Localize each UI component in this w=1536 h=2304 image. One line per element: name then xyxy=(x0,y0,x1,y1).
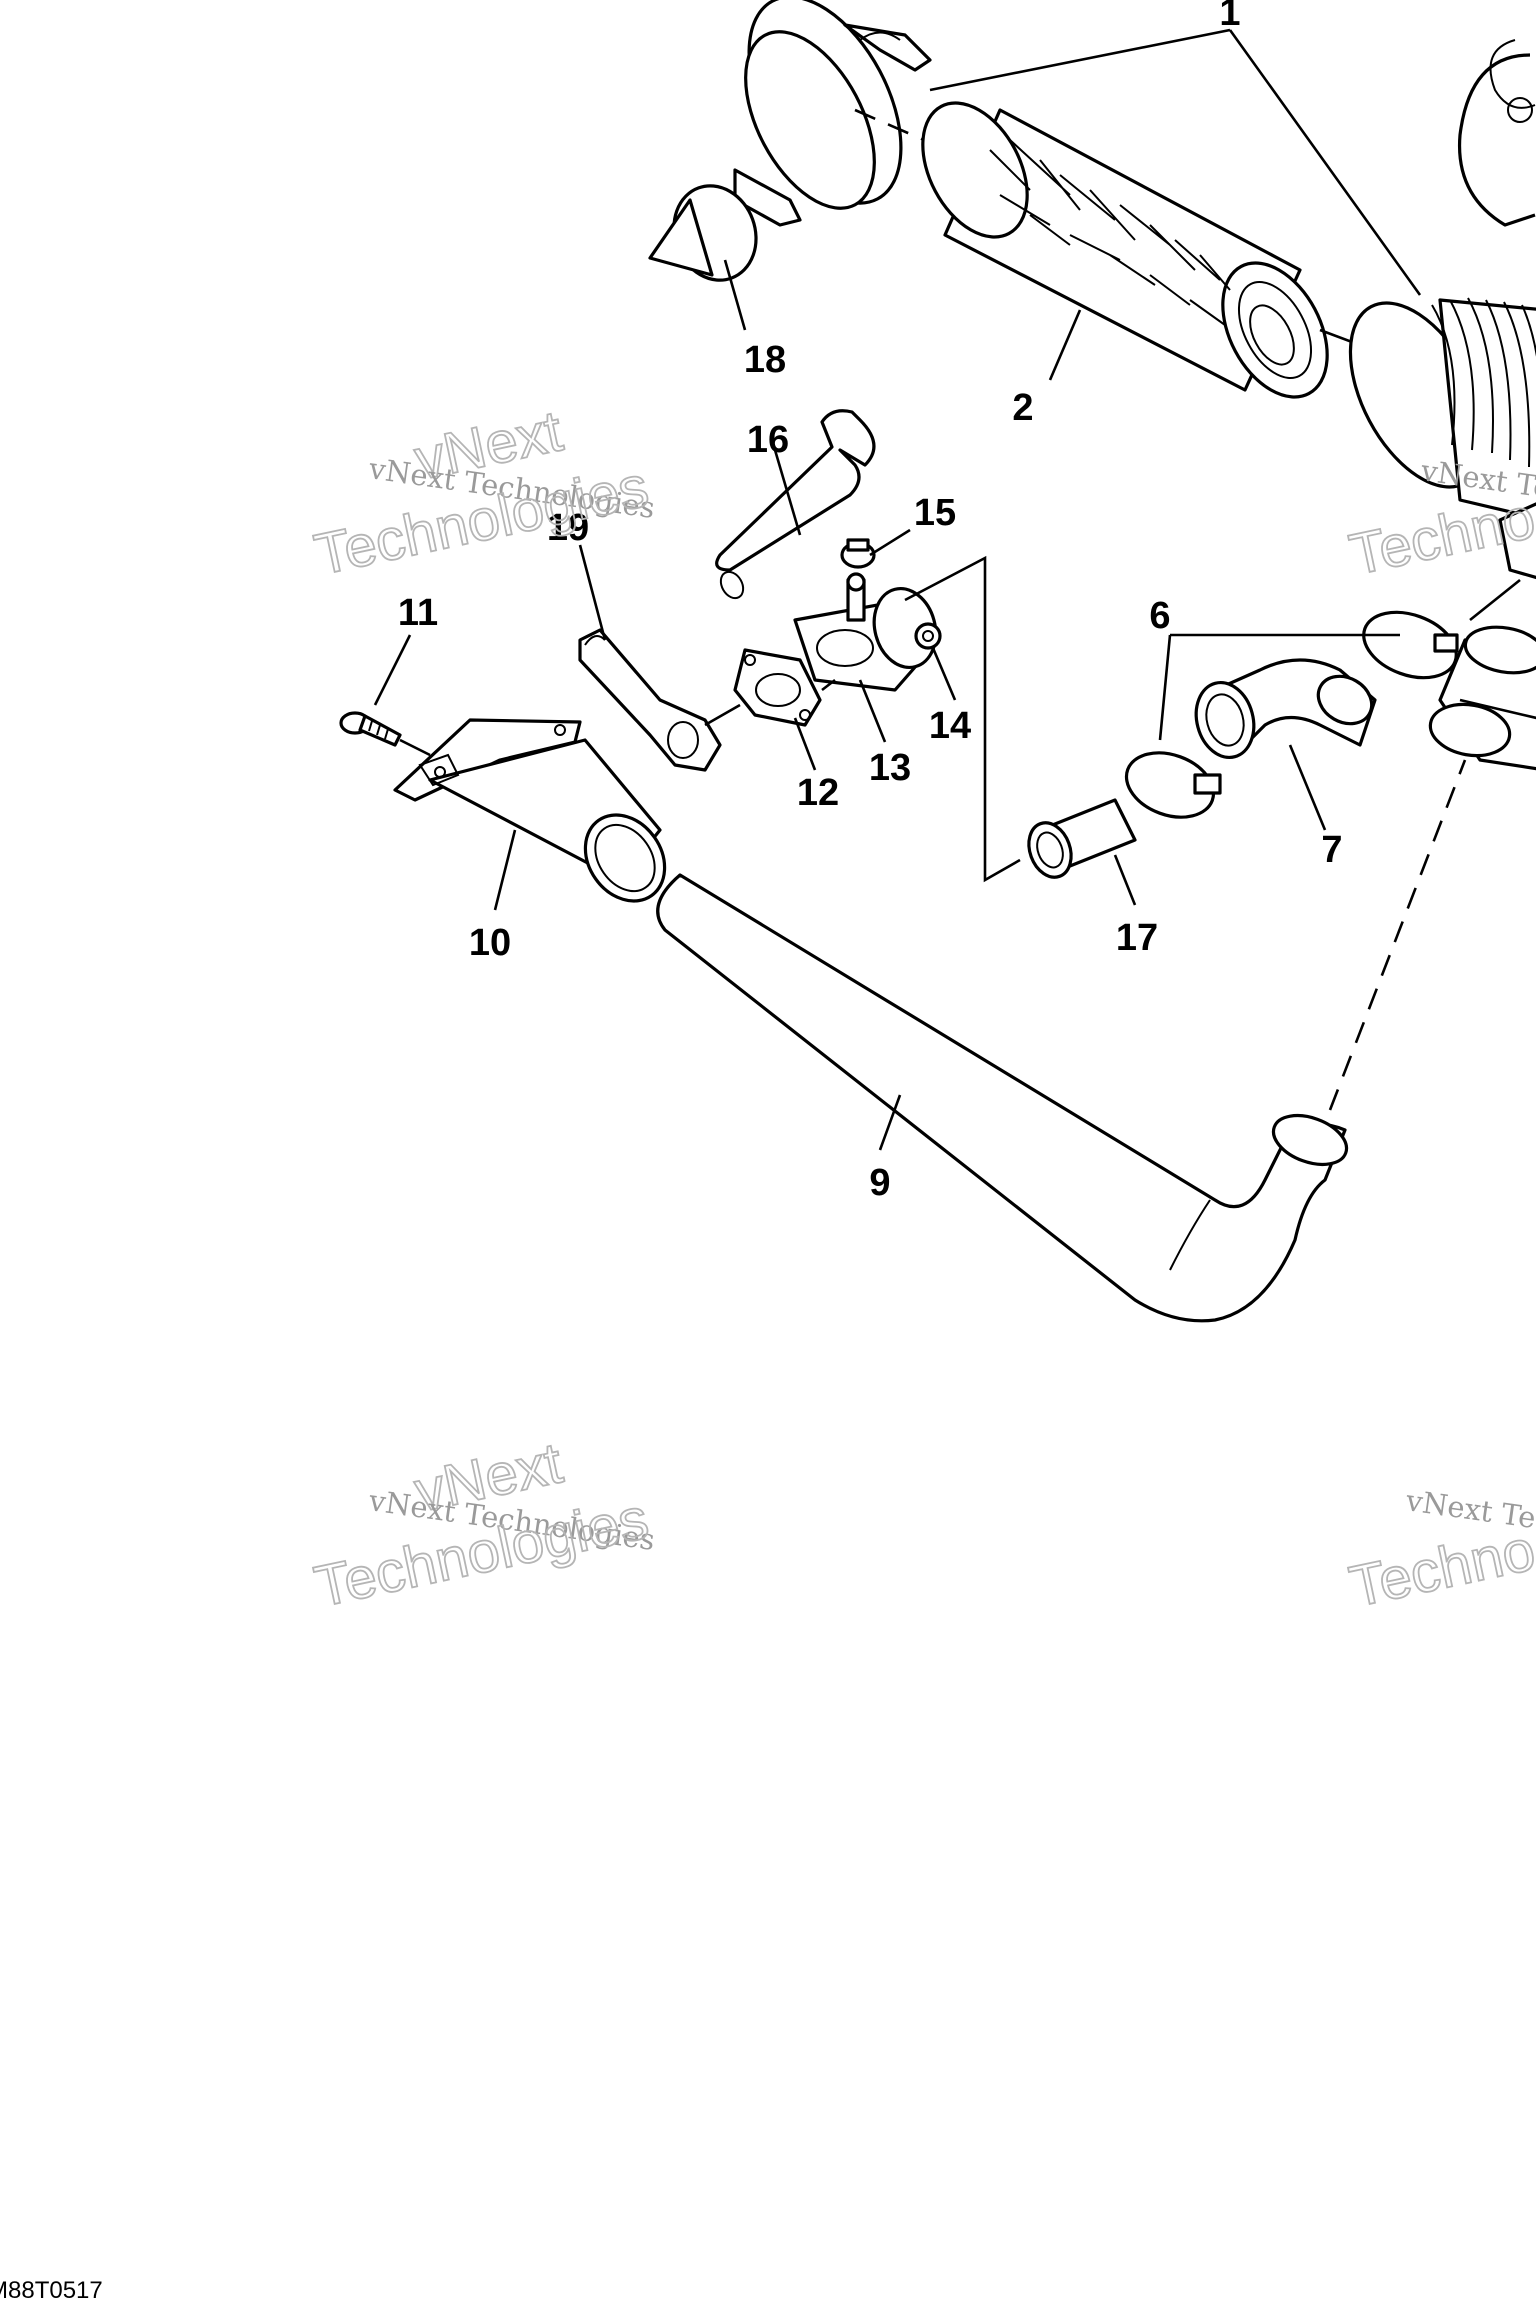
callout-1: 1 xyxy=(1219,0,1240,34)
small-hose-clamp xyxy=(840,538,876,569)
assembly-line-screw-adapter xyxy=(399,738,431,757)
leader-14 xyxy=(931,647,957,701)
filter-element xyxy=(921,101,1329,399)
leader-7 xyxy=(1288,744,1327,831)
intake-elbow xyxy=(1194,658,1377,760)
leader-group-13-17 xyxy=(904,555,1021,883)
air-cleaner-cap xyxy=(733,0,932,227)
leader-2 xyxy=(1048,309,1082,381)
callout-19: 19 xyxy=(547,507,589,549)
exhaust-adapter xyxy=(393,718,667,903)
leader-9 xyxy=(878,1094,902,1151)
leader-15 xyxy=(869,528,911,557)
leader-18 xyxy=(723,259,747,331)
leader-10 xyxy=(493,829,517,911)
hose-clamp-upper xyxy=(1362,610,1459,680)
intake-adapter xyxy=(793,572,938,692)
callout-14: 14 xyxy=(929,705,971,747)
callout-7: 7 xyxy=(1321,829,1342,871)
gasket xyxy=(733,648,822,727)
assembly-line-housing-hose xyxy=(1469,578,1521,622)
assembly-line-bracket-gasket xyxy=(704,678,836,727)
figure-code: M88T0517 xyxy=(0,2277,103,2304)
precleaner-cone xyxy=(648,184,758,282)
callout-11: 11 xyxy=(398,592,438,634)
callout-17: 17 xyxy=(1116,917,1158,959)
callout-12: 12 xyxy=(797,772,839,814)
callout-13: 13 xyxy=(869,747,911,789)
top-right-hose-clamp xyxy=(1457,39,1536,227)
cap-screw xyxy=(339,711,402,747)
exhaust-pipe xyxy=(656,873,1349,1323)
leader-6 xyxy=(1158,633,1400,741)
callout-6: 6 xyxy=(1149,595,1170,637)
callout-18: 18 xyxy=(744,339,786,381)
watermark-right-large-bottom-lower: Techno xyxy=(1344,1517,1536,1619)
leader-11 xyxy=(373,634,412,706)
watermark-right-large-bottom: Techno xyxy=(1344,485,1536,587)
callout-2: 2 xyxy=(1012,387,1033,429)
callout-10: 10 xyxy=(469,922,511,964)
leader-12 xyxy=(793,717,817,771)
watermark-upper-left: vNext vNext Technologies Technologies xyxy=(308,397,657,588)
watermark-lower-left: vNext vNext Technologies Technologies xyxy=(308,1429,657,1620)
exhaust-coupler xyxy=(1027,798,1137,879)
callout-15: 15 xyxy=(914,492,956,534)
air-cleaner-housing xyxy=(1348,297,1536,580)
watermark-upper-right: vNext Te Techno xyxy=(1343,453,1536,588)
assembly-line-cap-filter xyxy=(854,108,971,162)
leader-16 xyxy=(773,449,802,536)
bracket xyxy=(578,628,722,772)
intake-hose-right xyxy=(1428,625,1536,771)
watermark-lower-right: vNext Te Techno xyxy=(1343,1483,1536,1620)
leader-13 xyxy=(858,679,887,743)
leader-19 xyxy=(578,544,607,641)
vent-hose xyxy=(715,409,876,600)
leader-17 xyxy=(1113,854,1137,906)
leader-1 xyxy=(929,28,1422,296)
nut xyxy=(914,622,942,650)
assembly-line-pipe-hose xyxy=(1328,759,1467,1111)
callout-9: 9 xyxy=(869,1162,890,1204)
hose-clamp-lower xyxy=(1124,751,1222,819)
callout-16: 16 xyxy=(747,419,789,461)
